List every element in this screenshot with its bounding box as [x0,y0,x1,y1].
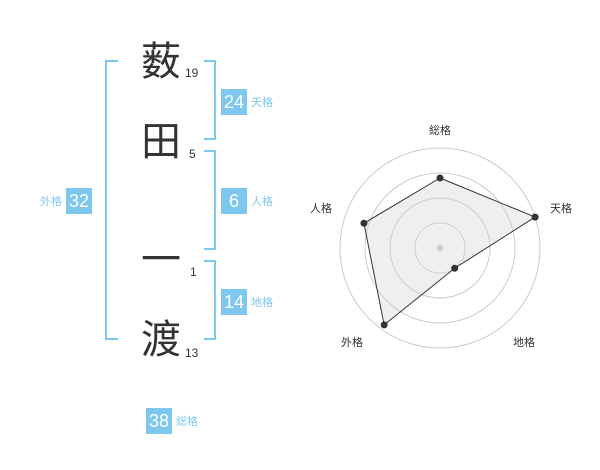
radar-axis-label: 総格 [429,123,451,137]
radar-axis-label: 地格 [513,335,535,349]
radar-ring [389,197,491,299]
radar-center [437,245,443,251]
radar-ring [414,222,466,274]
radar-ring [339,147,541,349]
chikaku-value: 14 [221,289,247,315]
radar-point [436,174,444,182]
radar-point [360,219,368,227]
stroke-count-4: 13 [185,346,199,360]
gaikaku-value: 32 [66,188,92,214]
chikaku-badge: 14 地格 [221,289,273,315]
name-char-4: 渡 [141,317,181,363]
radar-point [531,213,539,221]
soukaku-label: 総格 [176,415,198,428]
tenkaku-value: 24 [221,89,247,115]
radar-axis-label: 天格 [550,201,572,215]
name-char-2: 田 [141,119,181,165]
tenkaku-badge: 24 天格 [221,89,273,115]
gaikaku-bracket [105,60,118,340]
soukaku-badge: 38 総格 [146,408,198,434]
radar-point [451,264,459,272]
radar-point [380,321,388,329]
tenkaku-label: 天格 [251,96,273,109]
gaikaku-label: 外格 [40,195,62,208]
chikaku-label: 地格 [251,296,273,309]
chikaku-bracket [204,260,216,340]
name-char-1: 薮 [141,39,181,85]
name-char-3: 一 [141,237,181,283]
radar-axis-label: 外格 [341,335,363,349]
tenkaku-bracket [204,60,216,140]
radar-polygon [363,177,537,326]
gaikaku-badge: 外格 32 [40,188,92,214]
jinkaku-bracket [204,150,216,250]
jinkaku-label: 人格 [251,195,273,208]
jinkaku-badge: 6 人格 [221,188,273,214]
radar-axis-label: 人格 [310,201,332,215]
stroke-count-3: 1 [190,265,197,279]
stroke-count-2: 5 [189,147,196,161]
jinkaku-value: 6 [221,188,247,214]
soukaku-value: 38 [146,408,172,434]
stroke-count-1: 19 [185,66,199,80]
radar-ring [364,172,516,324]
